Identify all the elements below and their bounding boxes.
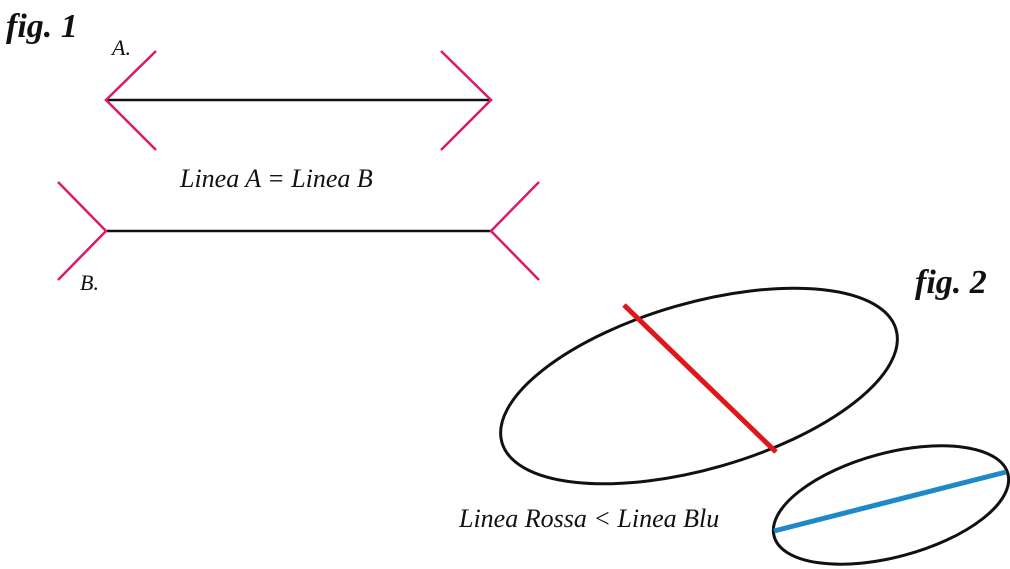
large-ellipse-group: [499, 286, 899, 486]
line-a-right-fins: [440, 50, 493, 151]
fig2-caption: Linea Rossa < Linea Blu: [458, 504, 719, 533]
fig1-title: fig. 1: [6, 8, 78, 45]
line-a-left-fins: [104, 50, 157, 151]
label-b: B.: [80, 270, 99, 295]
fig1-caption: Linea A = Linea B: [179, 164, 373, 193]
line-b-left-fins: [57, 181, 108, 281]
muller-lyer-line-a: [104, 50, 493, 151]
fig2-title: fig. 2: [915, 264, 987, 301]
small-ellipse: [771, 444, 1010, 566]
large-ellipse: [499, 286, 899, 486]
label-a: A.: [110, 35, 131, 60]
blue-line: [773, 469, 1007, 534]
small-ellipse-group: [771, 444, 1010, 566]
red-line: [622, 303, 778, 454]
muller-lyer-line-b: [57, 181, 540, 281]
line-b-right-fins: [489, 181, 540, 281]
